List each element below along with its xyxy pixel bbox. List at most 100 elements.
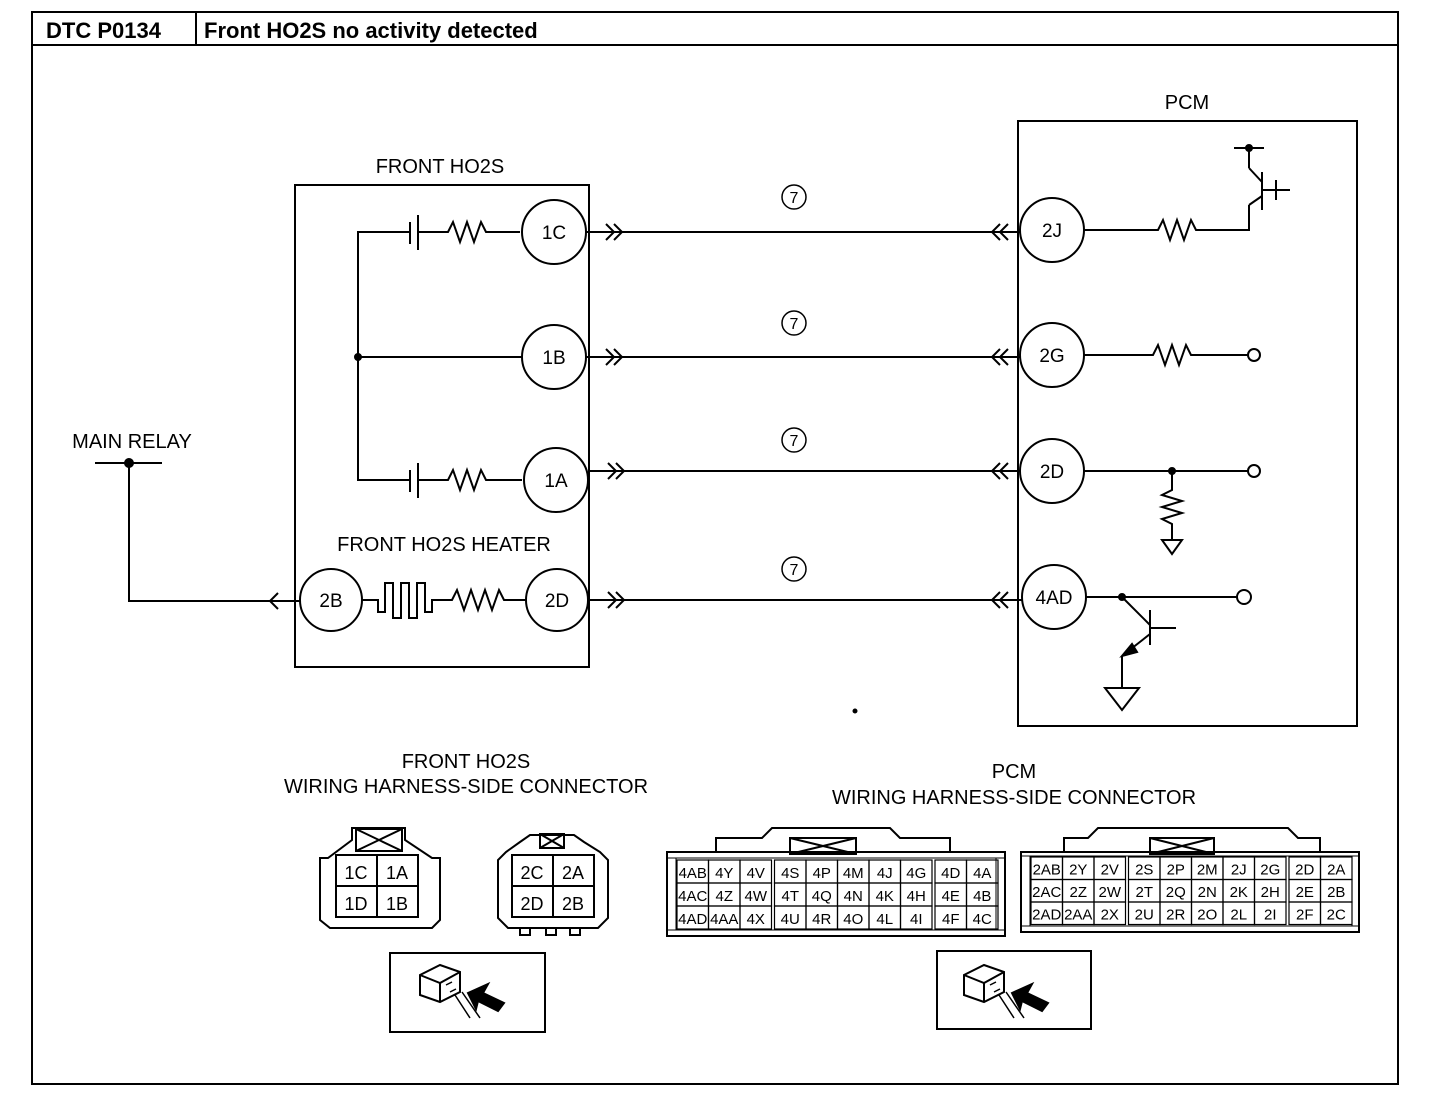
connector-cell: 4U xyxy=(781,911,800,928)
resistor-icon xyxy=(418,218,520,246)
connector-cell-box xyxy=(899,905,933,930)
svg-text:7: 7 xyxy=(790,562,799,579)
speck xyxy=(852,708,858,714)
connector-cell: 2P xyxy=(1167,862,1185,879)
connector-cell: 4R xyxy=(812,911,831,928)
connector-cell: 2N xyxy=(1198,884,1217,901)
connector-cell: 2R xyxy=(1166,907,1185,924)
connector-cell: 4AD xyxy=(678,911,707,928)
connector-cell: 4I xyxy=(910,911,923,928)
sensor-pin-1b: 1B xyxy=(521,324,587,390)
pcm-pin-2d: 2D xyxy=(1019,438,1085,504)
svg-text:7: 7 xyxy=(790,190,799,207)
connector-cell-box xyxy=(739,905,773,930)
connector-cell: 2T xyxy=(1135,884,1153,901)
sensor-pin-2d: 2D xyxy=(525,568,589,632)
harness-ref-7: 7 xyxy=(781,556,807,582)
harness-ref-7: 7 xyxy=(781,427,807,453)
pcm-box xyxy=(1017,120,1358,727)
connector-chevron-icon xyxy=(990,591,1009,609)
connector-cell: 4H xyxy=(907,888,926,905)
connector-chevron-icon xyxy=(607,591,626,609)
pcm-connector-title-1: PCM xyxy=(992,761,1036,783)
connector-cell: 2C xyxy=(1327,907,1346,924)
pcm-connector-title-2: WIRING HARNESS-SIDE CONNECTOR xyxy=(832,787,1196,809)
terminal-icon xyxy=(1247,348,1261,362)
connector-chevron-icon xyxy=(605,223,624,241)
page-border xyxy=(31,11,1399,1085)
ground-icon xyxy=(1160,539,1184,556)
connector-cell: 2K xyxy=(1230,884,1248,901)
dtc-code: DTC P0134 xyxy=(46,18,161,43)
connector-chevron-icon xyxy=(990,462,1009,480)
connector-cell: 4D xyxy=(941,865,960,882)
connector-cell: 2A xyxy=(1327,862,1345,879)
connector-cell: 4S xyxy=(781,865,799,882)
connector-cell: 4B xyxy=(973,888,991,905)
connector-cell: 2J xyxy=(1231,862,1247,879)
svg-text:2D: 2D xyxy=(1040,462,1064,483)
connector-cell: 4A xyxy=(973,865,991,882)
transistor-icon xyxy=(1248,195,1263,206)
harness-ref-7: 7 xyxy=(781,310,807,336)
ground-icon xyxy=(1102,687,1142,712)
svg-text:2G: 2G xyxy=(1039,346,1064,367)
connector-cell: 4V xyxy=(747,865,765,882)
connector-cell: 2D xyxy=(1295,862,1314,879)
connector-cell: 2A xyxy=(562,863,584,883)
connector-cell: 4W xyxy=(745,888,768,905)
connector-cell: 4Q xyxy=(812,888,832,905)
harness-ref-7: 7 xyxy=(781,184,807,210)
sensor-pin-2b: 2B xyxy=(299,568,363,632)
front-connector-right: 2C 2A 2D 2B xyxy=(497,833,609,936)
connector-cell: 2X xyxy=(1101,907,1119,924)
terminal-icon xyxy=(1236,589,1252,605)
connector-cell: 4X xyxy=(747,911,765,928)
connector-cell: 4J xyxy=(877,865,893,882)
connector-cell-box xyxy=(1093,901,1127,926)
connector-cell: 4C xyxy=(973,911,992,928)
connector-cell: 1B xyxy=(386,894,408,914)
connector-cell: 2M xyxy=(1197,862,1218,879)
svg-text:4AD: 4AD xyxy=(1036,588,1073,609)
pcm-label: PCM xyxy=(1165,92,1209,114)
svg-text:2B: 2B xyxy=(319,591,342,612)
connector-cell: 2W xyxy=(1099,884,1122,901)
svg-text:7: 7 xyxy=(790,433,799,450)
connector-cell: 4F xyxy=(942,911,960,928)
resistor-icon xyxy=(418,466,522,494)
svg-text:2J: 2J xyxy=(1042,221,1062,242)
connector-cell: 2E xyxy=(1296,884,1314,901)
connector-probe-illustration xyxy=(936,950,1092,1030)
connector-cell: 4Z xyxy=(715,888,733,905)
heater-label: FRONT HO2S HEATER xyxy=(337,534,551,556)
connector-cell: 2B xyxy=(1327,884,1345,901)
connector-cell: 2F xyxy=(1296,907,1314,924)
pcm-pin-4ad: 4AD xyxy=(1021,564,1087,630)
front-connector-title-2: WIRING HARNESS-SIDE CONNECTOR xyxy=(284,776,648,798)
resistor-icon xyxy=(1084,341,1248,369)
front-connector-left: 1C 1A 1D 1B xyxy=(319,827,441,929)
connector-cell: 2D xyxy=(520,894,543,914)
connector-cell: 2B xyxy=(562,894,584,914)
connector-cell: 4L xyxy=(876,911,893,928)
front-ho2s-label: FRONT HO2S xyxy=(376,156,505,178)
connector-cell: 2C xyxy=(520,863,543,883)
connector-cell: 4E xyxy=(942,888,960,905)
dtc-title: Front HO2S no activity detected xyxy=(204,18,538,43)
sensor-pin-1c: 1C xyxy=(521,199,587,265)
connector-cell-box xyxy=(1319,901,1353,926)
main-relay-label: MAIN RELAY xyxy=(72,431,192,453)
connector-cell: 4AB xyxy=(679,865,707,882)
connector-chevron-icon xyxy=(990,223,1009,241)
wire-main-relay xyxy=(128,463,300,602)
connector-cell: 2AB xyxy=(1033,862,1061,879)
connector-cell: 2V xyxy=(1101,862,1119,879)
connector-cell: 1A xyxy=(386,863,408,883)
connector-cell: 2G xyxy=(1260,862,1280,879)
connector-cell: 4N xyxy=(844,888,863,905)
